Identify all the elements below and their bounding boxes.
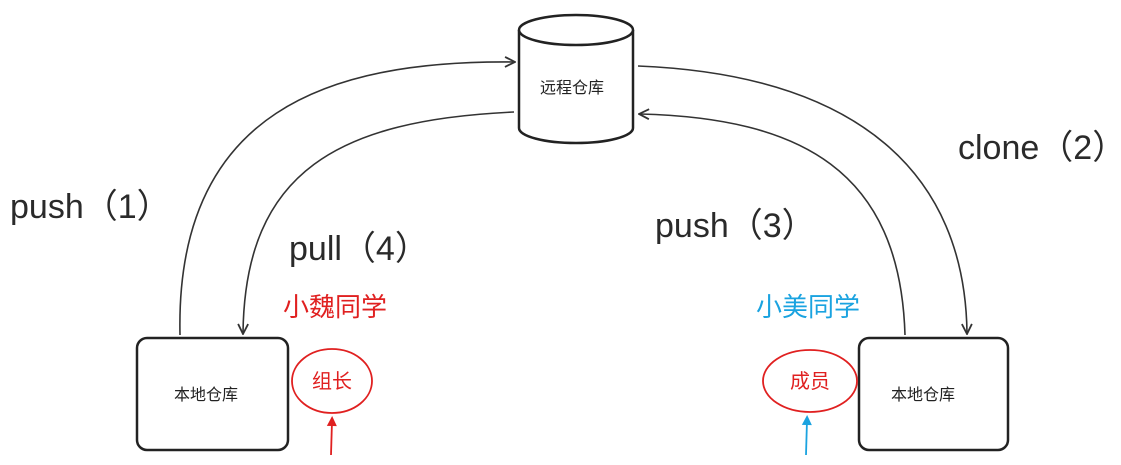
local-repo-right-box [857, 336, 1010, 452]
pull-4-label: pull（4） [289, 230, 429, 268]
role-leader-circle [291, 348, 373, 414]
push-3-arrow [640, 114, 906, 336]
person-left-name: 小魏同学 [283, 293, 388, 323]
local-repo-left-label: 本地仓库 [174, 385, 239, 404]
leader-pointer-arrow [326, 416, 337, 456]
push-1-arrow [179, 62, 514, 336]
local-repo-right-label: 本地仓库 [891, 385, 956, 404]
push-3-label: push（3） [655, 207, 816, 245]
push-1-label: push（1） [10, 188, 171, 226]
clone-2-arrow [637, 65, 967, 333]
role-leader-label: 组长 [312, 369, 352, 393]
local-repo-left-box [135, 336, 290, 452]
remote-repo-cylinder [517, 13, 635, 145]
person-right-name: 小美同学 [756, 293, 861, 323]
role-member-circle [762, 349, 858, 413]
member-pointer-arrow [801, 415, 812, 456]
role-member-label: 成员 [790, 369, 830, 393]
clone-2-label: clone（2） [958, 129, 1121, 167]
pull-4-arrow [243, 111, 515, 333]
remote-repo-label: 远程仓库 [540, 78, 605, 97]
